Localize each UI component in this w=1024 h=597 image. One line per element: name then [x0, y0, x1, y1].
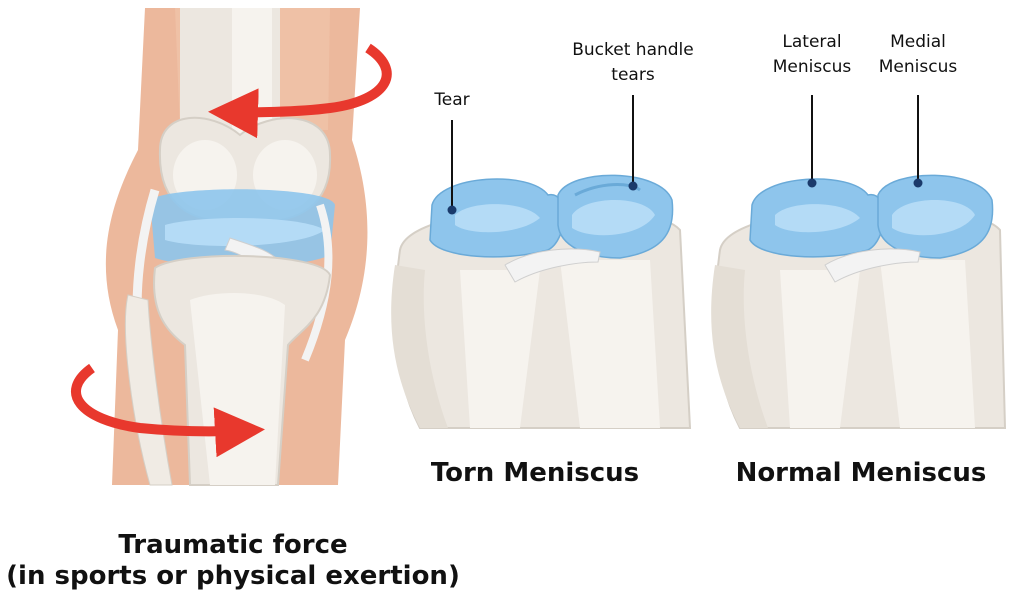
- torn-medial-meniscus: [557, 174, 674, 259]
- torn-ligament: [504, 248, 601, 283]
- medial-meniscus-label: Medial Meniscus: [868, 30, 968, 80]
- traumatic-force-caption-line1: Traumatic force: [118, 530, 348, 560]
- traumatic-force-caption-line2: (in sports or physical exertion): [6, 561, 460, 591]
- bucket-handle-label: Bucket handle tears: [555, 38, 711, 88]
- torn-lateral-meniscus: [429, 178, 565, 258]
- normal-medial-meniscus: [877, 174, 994, 259]
- normal-lateral-meniscus: [749, 178, 885, 258]
- normal-meniscus-illustration: [711, 95, 1007, 429]
- force-arrow-top: [208, 43, 392, 139]
- fibula-bone: [124, 294, 173, 486]
- bucket-handle-label-line2: tears: [611, 65, 655, 85]
- medial-dot: [913, 178, 923, 188]
- lateral-meniscus-label: Lateral Meniscus: [762, 30, 862, 80]
- lateral-meniscus-label-line2: Meniscus: [772, 57, 852, 77]
- normal-meniscus-caption: Normal Meniscus: [735, 458, 987, 488]
- traumatic-force-caption: Traumatic force (in sports or physical e…: [0, 530, 466, 592]
- tear-label: Tear: [434, 90, 470, 110]
- bucket-handle-label-line1: Bucket handle: [572, 40, 694, 60]
- bucket-dot: [628, 181, 638, 191]
- knee-illustration: [71, 8, 392, 486]
- normal-ligament: [824, 248, 921, 283]
- medial-meniscus-label-line2: Meniscus: [878, 57, 958, 77]
- torn-meniscus-caption: Torn Meniscus: [430, 458, 640, 488]
- torn-meniscus-illustration: [391, 95, 692, 429]
- force-arrow-bottom: [71, 363, 265, 458]
- lateral-meniscus-label-line1: Lateral: [782, 32, 842, 52]
- lateral-dot: [807, 178, 817, 188]
- medial-meniscus-label-line1: Medial: [890, 32, 946, 52]
- tear-dot: [447, 205, 457, 215]
